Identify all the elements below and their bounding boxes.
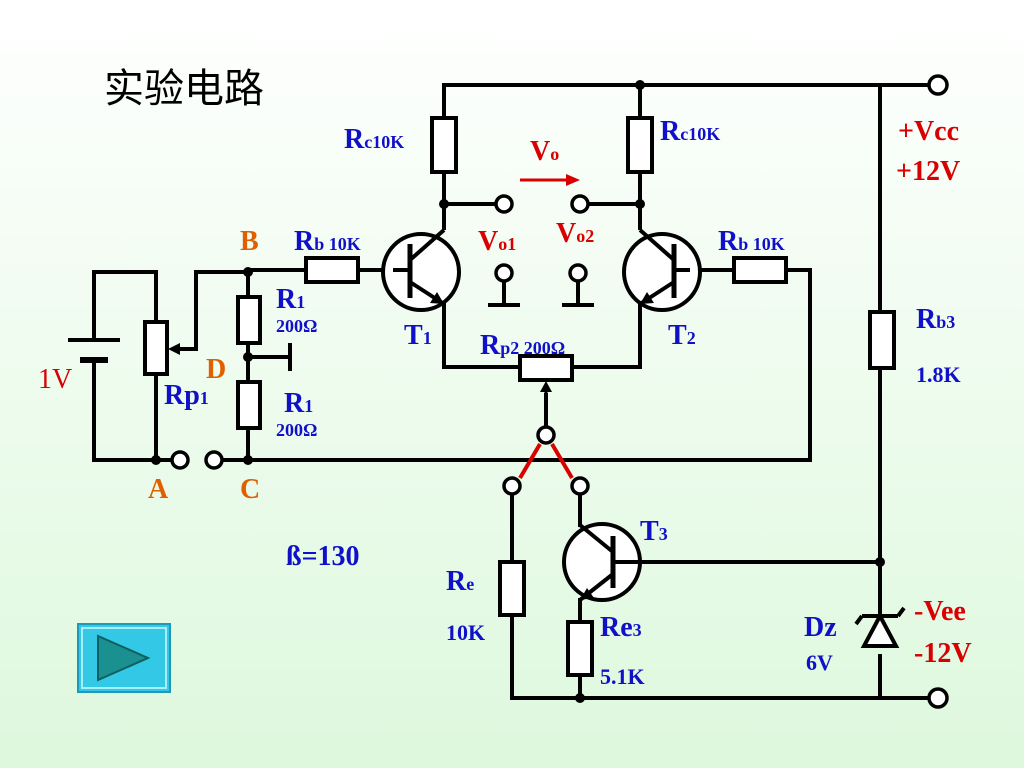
r1-top-value: 200Ω [276,316,317,336]
transistor-t1-icon [381,228,461,312]
vo-arrow-icon [520,174,580,186]
re-value: 10K [446,620,485,645]
battery-label: 1V [38,364,72,395]
vcc-terminal [927,74,949,96]
junction-dots [151,80,885,703]
rb-left-label: Rb 10K [294,226,361,257]
rb3-label: Rb3 [916,304,955,335]
r1-top-resistor [236,295,262,345]
play-icon [97,634,151,682]
jumper-wires [518,442,574,480]
r1-bottom-label: R1 [284,388,313,419]
rc-left-resistor [430,116,458,174]
t3-label: T3 [640,516,668,547]
resistors [143,116,896,677]
dz-value: 6V [806,650,833,675]
vo1-label: Vo1 [478,226,516,257]
re-resistor [498,560,526,617]
rp1-label: Rp1 [164,380,209,411]
vo1-terminal [494,194,514,214]
rb3-value: 1.8K [916,362,961,387]
vo2-terminal [570,194,590,214]
r1-top-label: R1 [276,284,305,315]
re-terminal [502,476,522,496]
vee-terminal [927,687,949,709]
beta-label: ß=130 [286,541,360,572]
rb-right-resistor [732,256,788,284]
rp2-potentiometer [518,354,574,382]
vo1-ground-terminal [494,263,514,283]
node-a-label: A [148,474,169,505]
t1-label: T1 [404,320,432,351]
vee-value: -12V [914,638,972,669]
wires [92,83,930,700]
rb3-resistor [868,310,896,370]
play-button[interactable] [77,623,171,693]
rb-right-label: Rb 10K [718,226,785,257]
zener-diode-icon [854,606,906,648]
r1-bottom-resistor [236,380,262,430]
t3-terminal [570,476,590,496]
terminals [170,74,949,709]
re3-value: 5.1K [600,664,645,689]
transistor-t3-icon [562,522,642,602]
node-c-label: C [240,474,260,505]
t2-label: T2 [668,320,696,351]
terminal-c [204,450,224,470]
rp2-wiper-terminal [536,425,556,445]
re-label: Re [446,566,474,597]
re3-label: Re3 [600,612,642,643]
rc-right-resistor [626,116,654,174]
vcc-value: +12V [896,156,960,187]
terminal-a [170,450,190,470]
transistor-t2-icon [622,228,702,312]
vo-label: Vo [530,136,559,167]
r1-bottom-value: 200Ω [276,420,317,440]
rb-left-resistor [304,256,360,284]
node-d-label: D [206,354,226,385]
rc-right-label: Rc10K [660,116,720,147]
page-title: 实验电路 [104,66,264,112]
vee-label: -Vee [914,596,966,627]
rc-left-label: Rc10K [344,124,404,155]
rp1-potentiometer [143,320,169,376]
battery-icon [68,338,120,363]
rp2-label: Rp2 200Ω [480,330,565,361]
vcc-label: +Vcc [898,116,959,147]
pot-arrows [168,343,552,395]
re3-resistor [566,620,594,677]
vo2-ground-terminal [568,263,588,283]
node-b-label: B [240,226,259,257]
dz-label: Dz [804,612,837,643]
vo2-label: Vo2 [556,218,594,249]
